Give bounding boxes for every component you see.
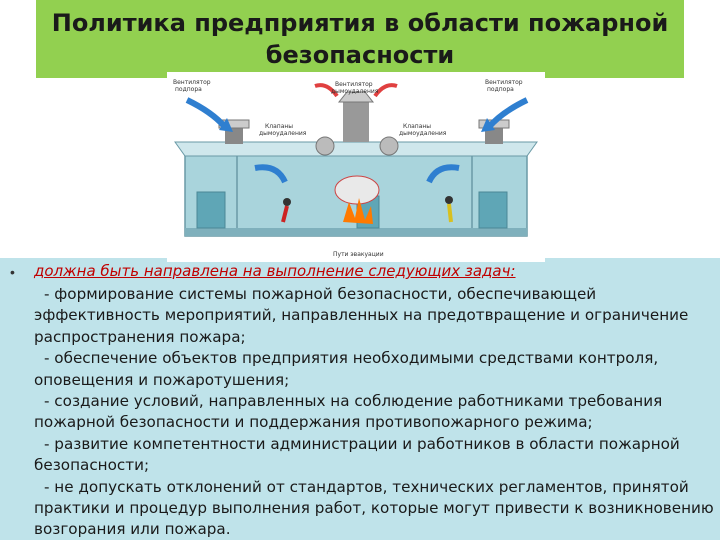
label-fan-right-2: подпора <box>487 86 514 93</box>
fan-center-shape <box>343 102 369 142</box>
door-right <box>478 191 508 229</box>
task-item-2: - обеспечение объектов предприятия необх… <box>34 349 659 389</box>
label-valve-right-1: Клапаны <box>403 123 431 130</box>
smoke-cloud <box>334 175 380 205</box>
title-banner: Политика предприятия в области пожарной … <box>36 0 684 78</box>
label-fan-center-2: дымоудаления <box>331 88 379 95</box>
label-fan-left-1: Вентилятор <box>173 79 211 86</box>
bullet-marker: • <box>10 264 15 280</box>
person-2-head <box>445 196 453 204</box>
label-valve-left-2: дымоудаления <box>259 130 307 137</box>
person-1-head <box>283 198 291 206</box>
valve-right-shape <box>379 136 399 156</box>
page-title: Политика предприятия в области пожарной … <box>51 9 669 69</box>
arrow-supply-right-head <box>481 118 495 132</box>
task-list: - формирование системы пожарной безопасн… <box>34 284 718 541</box>
floor <box>185 228 527 236</box>
arrow-supply-left-head <box>219 118 233 132</box>
arrow-inside-right <box>426 164 460 184</box>
task-item-4: - развитие компетентности администрации … <box>34 434 680 475</box>
label-valve-left-1: Клапаны <box>265 123 293 130</box>
task-item-1: - формирование системы пожарной безопасн… <box>34 285 689 346</box>
arrow-supply-left <box>185 97 228 130</box>
person-1-body <box>281 205 289 223</box>
ventilation-diagram: Вентилятор подпора Вентилятор дымоудален… <box>167 72 545 262</box>
content-background <box>0 258 720 540</box>
label-fan-center-1: Вентилятор <box>335 81 373 88</box>
arrow-inside-left <box>254 164 288 184</box>
ventilation-diagram-svg: Вентилятор подпора Вентилятор дымоудален… <box>173 79 538 258</box>
task-item-5: - не допускать отклонений от стандартов,… <box>34 477 714 539</box>
arrow-smoke-right <box>373 83 398 98</box>
fire-flames <box>343 198 373 224</box>
door-left <box>196 191 226 229</box>
label-evacuation: Пути эвакуации <box>333 251 384 258</box>
task-item-3: - создание условий, направленных на собл… <box>34 392 663 432</box>
label-valve-right-2: дымоудаления <box>399 130 447 137</box>
label-fan-right-1: Вентилятор <box>485 79 523 86</box>
roof-slab <box>174 141 538 157</box>
valve-left-shape <box>315 136 335 156</box>
fan-center-cap <box>337 91 375 103</box>
person-2-body <box>447 203 453 223</box>
arrow-smoke-left <box>314 83 339 98</box>
task-heading: должна быть направлена на выполнение сле… <box>34 262 516 280</box>
label-fan-left-2: подпора <box>175 86 202 93</box>
